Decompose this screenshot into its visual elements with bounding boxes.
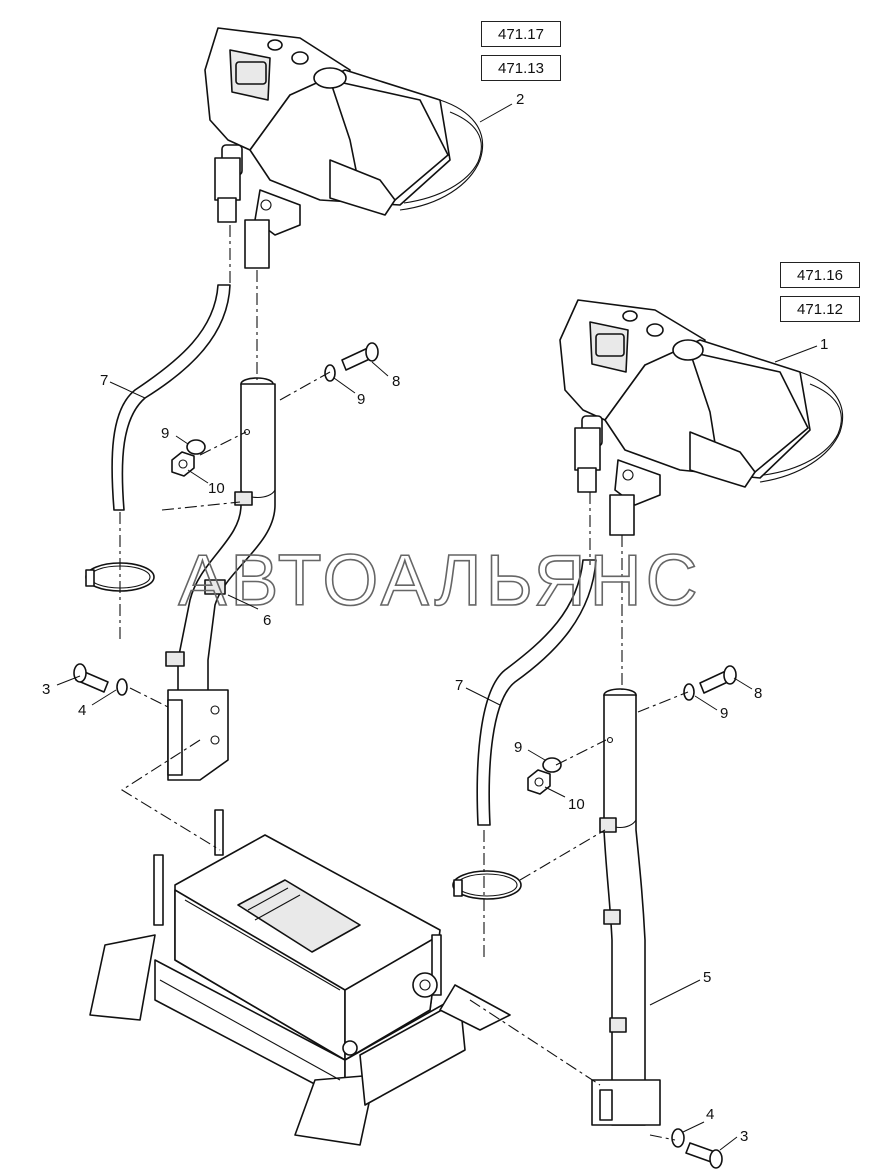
callout-10-left[interactable]: 10: [208, 480, 225, 497]
callout-3-right[interactable]: 3: [740, 1128, 748, 1145]
callout-9-left-a[interactable]: 9: [357, 391, 365, 408]
callout-8-left[interactable]: 8: [392, 373, 400, 390]
callout-9-right-b[interactable]: 9: [514, 739, 522, 756]
bolt-3-left: [73, 663, 109, 693]
control-console-left: [204, 27, 484, 269]
ref-box-471-16[interactable]: 471.16: [780, 262, 860, 288]
washer-9-right-a: [683, 683, 695, 701]
watermark-text: АВТОАЛЬЯНС: [178, 541, 701, 621]
callout-1[interactable]: 1: [820, 336, 828, 353]
callout-10-right[interactable]: 10: [568, 796, 585, 813]
hose-clamp-right: [452, 870, 522, 900]
callout-9-left-b[interactable]: 9: [161, 425, 169, 442]
callout-5[interactable]: 5: [703, 969, 711, 986]
ref-box-471-12[interactable]: 471.12: [780, 296, 860, 322]
nut-10-left: [171, 451, 195, 477]
callout-3-left[interactable]: 3: [42, 681, 50, 698]
column-tube-right: [591, 688, 661, 1126]
assembly-centerlines: [119, 225, 689, 1141]
nut-10-right: [527, 769, 551, 795]
bolt-3-right: [685, 1142, 723, 1169]
hose-right: [476, 559, 597, 826]
control-console-right: [559, 299, 844, 536]
callout-numbers: 2 1 7 8 9 9 10 6 3 4 7 8 9 9 10 5 4 3: [42, 91, 828, 1145]
bolt-8-left: [341, 342, 379, 371]
ref-box-471-17[interactable]: 471.17: [481, 21, 561, 47]
callout-9-right-a[interactable]: 9: [720, 705, 728, 722]
callout-2[interactable]: 2: [516, 91, 524, 108]
washer-4-right: [671, 1128, 685, 1148]
column-tube-left: [165, 377, 276, 781]
callout-6[interactable]: 6: [263, 612, 271, 629]
callout-4-right[interactable]: 4: [706, 1106, 714, 1123]
callout-7-right[interactable]: 7: [455, 677, 463, 694]
callout-8-right[interactable]: 8: [754, 685, 762, 702]
washer-4-left: [116, 678, 128, 696]
callout-7-left[interactable]: 7: [100, 372, 108, 389]
bolt-8-right: [699, 665, 737, 694]
callout-4-left[interactable]: 4: [78, 702, 86, 719]
operator-platform: [89, 809, 511, 1146]
hose-left: [111, 284, 231, 511]
washer-9-right-b: [542, 757, 562, 773]
ref-box-471-13[interactable]: 471.13: [481, 55, 561, 81]
washer-9-left-a: [324, 364, 336, 382]
washer-9-left-b: [186, 439, 206, 455]
leader-lines: [56, 103, 818, 1151]
